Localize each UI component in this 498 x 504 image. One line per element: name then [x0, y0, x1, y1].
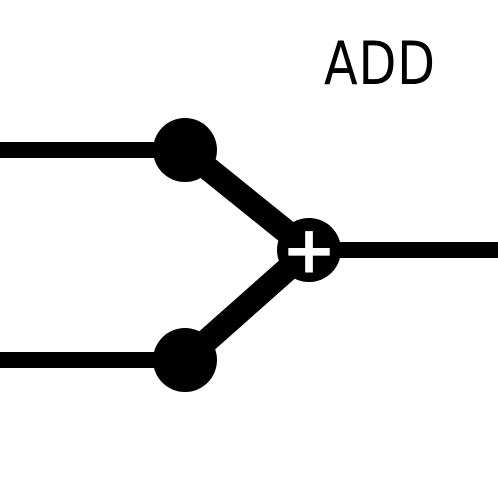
add-operator-node: [277, 218, 341, 282]
input-node-bottom: [153, 328, 217, 392]
plus-icon: +: [281, 212, 336, 289]
input-node-top: [153, 118, 217, 182]
block-title: ADD: [324, 29, 436, 99]
